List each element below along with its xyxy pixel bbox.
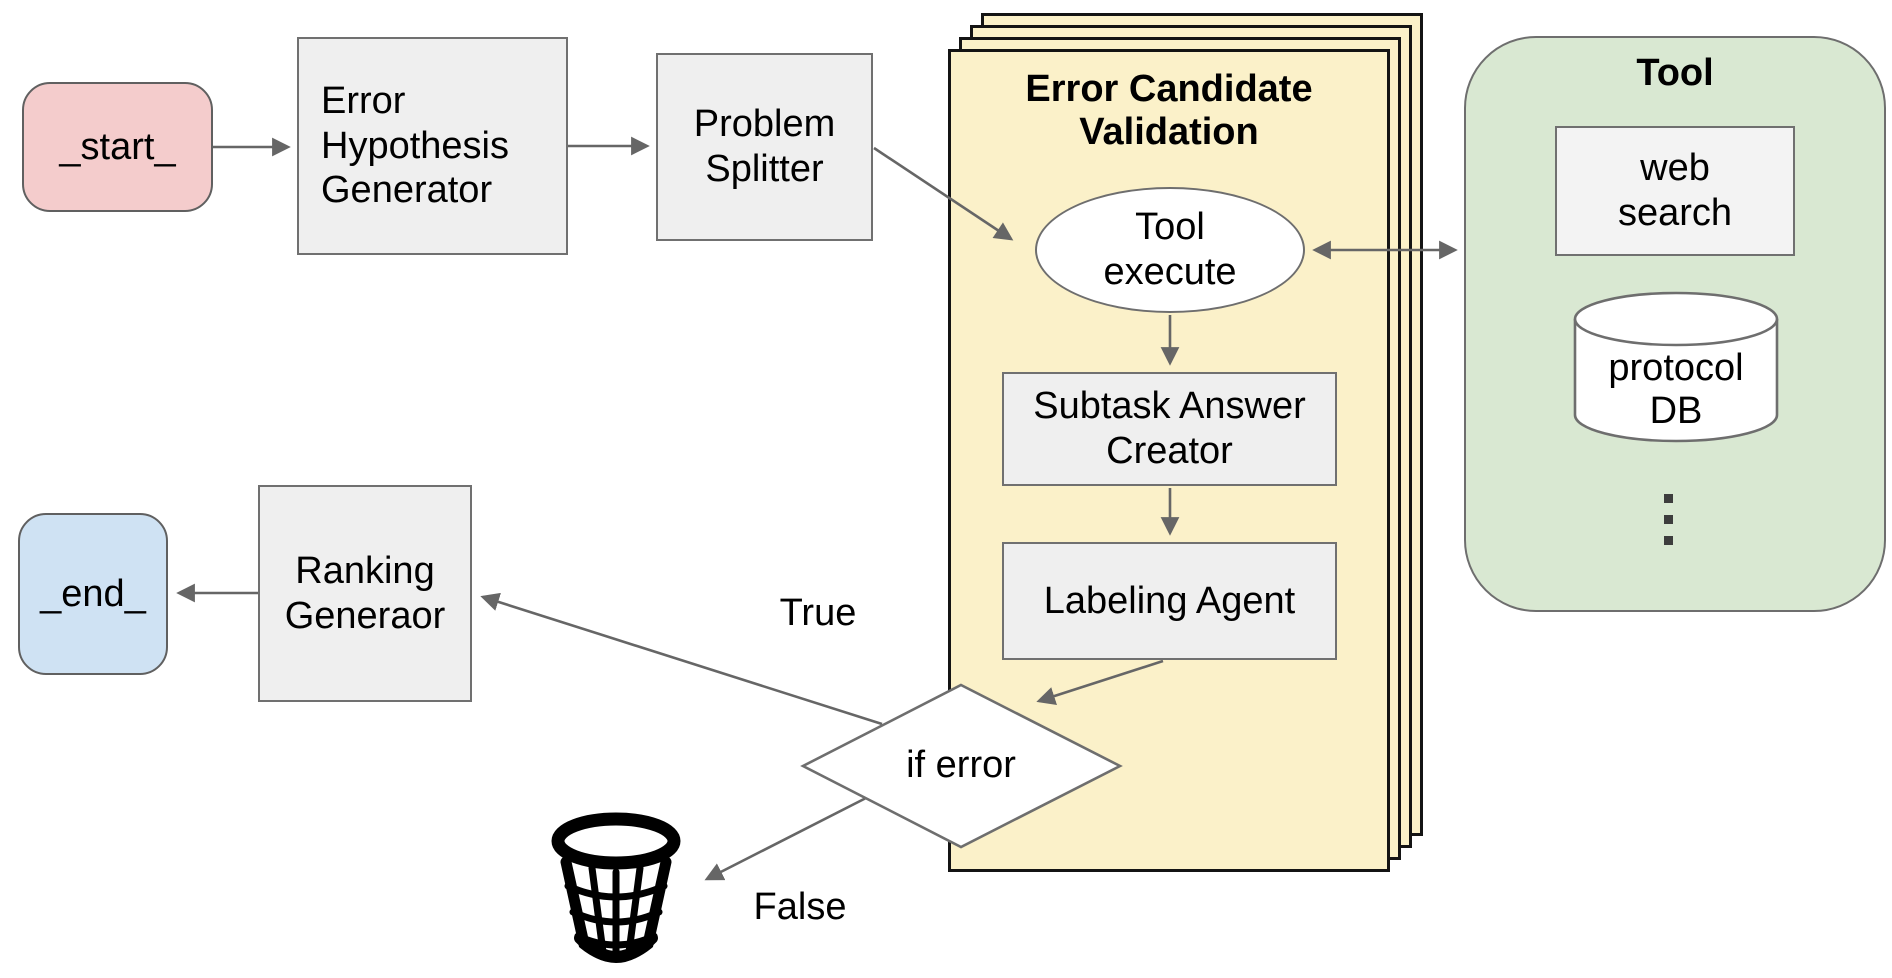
start-label: _start_ xyxy=(59,125,176,168)
tool-execute-label: Tool execute xyxy=(1103,206,1237,293)
web-search-label: web search xyxy=(1617,147,1733,234)
problem-splitter-label: Problem Splitter xyxy=(693,103,836,190)
web-search-node: web search xyxy=(1555,126,1795,256)
protocol-db-label: protocol DB xyxy=(1608,347,1744,432)
false-branch-label: False xyxy=(753,886,847,928)
labeling-agent-node: Labeling Agent xyxy=(1002,542,1337,660)
true-branch-label: True xyxy=(779,592,857,634)
more-tools-ellipsis-icon xyxy=(1664,494,1673,545)
validation-panel-title: Error Candidate Validation xyxy=(1025,68,1313,153)
error-hypothesis-generator-node: Error Hypothesis Generator xyxy=(297,37,568,255)
ranking-generator-label: Ranking Generaor xyxy=(284,549,446,637)
error-hypothesis-generator-label: Error Hypothesis Generator xyxy=(321,79,509,212)
end-label: _end_ xyxy=(40,572,146,615)
problem-splitter-node: Problem Splitter xyxy=(656,53,873,241)
if-error-label: if error xyxy=(906,744,1016,786)
end-node: _end_ xyxy=(18,513,168,675)
labeling-agent-label: Labeling Agent xyxy=(1043,579,1296,622)
tool-panel xyxy=(1464,36,1886,612)
start-node: _start_ xyxy=(22,82,213,212)
edge-if-error-false-to-trash xyxy=(704,796,867,881)
trash-icon xyxy=(551,812,681,963)
tool-panel-title: Tool xyxy=(1636,52,1714,94)
subtask-answer-creator-label: Subtask Answer Creator xyxy=(1033,385,1306,472)
tool-execute-node: Tool execute xyxy=(1035,187,1305,313)
ranking-generator-node: Ranking Generaor xyxy=(258,485,472,702)
subtask-answer-creator-node: Subtask Answer Creator xyxy=(1002,372,1337,486)
